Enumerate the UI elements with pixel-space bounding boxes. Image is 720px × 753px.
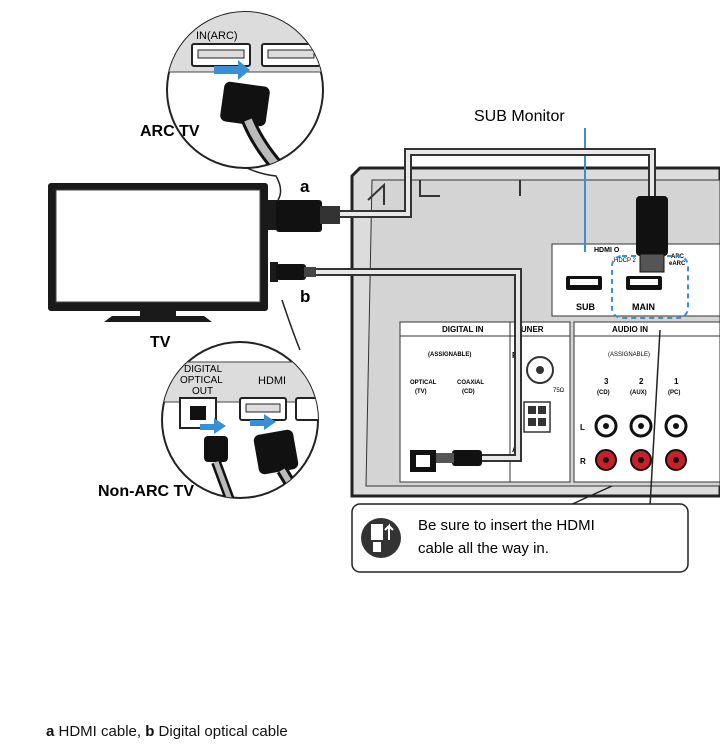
channel-2-number: 2 bbox=[639, 377, 644, 386]
rca-jacks[interactable] bbox=[594, 414, 688, 471]
arc-port-label: IN(ARC) bbox=[196, 30, 238, 42]
hdmi-main-port-label: MAIN bbox=[632, 302, 655, 312]
earc-badge: eARC bbox=[669, 261, 686, 267]
insert-fully-icon bbox=[361, 518, 401, 558]
non-arc-tv-callout: DIGITAL OPTICAL OUT HDMI bbox=[161, 299, 319, 499]
audio-in-label: AUDIO IN bbox=[612, 325, 648, 334]
digital-optical-label-1: DIGITAL bbox=[184, 364, 223, 375]
hdmi-sub-port[interactable] bbox=[566, 276, 602, 290]
coaxial-sub-label: (CD) bbox=[462, 389, 475, 395]
digital-in-label: DIGITAL IN bbox=[442, 325, 484, 334]
caption-b-text: Digital optical cable bbox=[154, 723, 288, 740]
ohm-label: 75Ω bbox=[553, 388, 565, 394]
optical-cable-b bbox=[314, 268, 522, 466]
channel-1-name: (PC) bbox=[668, 390, 680, 396]
arc-tv-title: ARC TV bbox=[140, 123, 200, 140]
non-arc-hdmi-label: HDMI bbox=[258, 375, 286, 387]
digital-optical-label-2: OPTICAL bbox=[180, 375, 223, 386]
hdmi-out-sub-label: HDCP 2 bbox=[614, 258, 637, 264]
channel-3-name: (CD) bbox=[597, 390, 610, 396]
optical-in-jack[interactable] bbox=[410, 450, 436, 472]
hdmi-out-label: HDMI O bbox=[594, 247, 620, 254]
figure-caption: a HDMI cable, b Digital optical cable bbox=[46, 723, 288, 740]
assignable-right-label: (ASSIGNABLE) bbox=[608, 352, 650, 358]
note-line-1: Be sure to insert the HDMI bbox=[418, 517, 595, 534]
right-channel-label: R bbox=[580, 457, 586, 466]
arc-tv-callout: IN(ARC) bbox=[166, 11, 324, 201]
connection-diagram: HDMI O HDCP 2 ARC eARC SUB MAIN DIGITAL … bbox=[48, 11, 720, 573]
assignable-left-label: (ASSIGNABLE) bbox=[428, 352, 471, 358]
channel-1-number: 1 bbox=[674, 377, 679, 386]
channel-2-name: (AUX) bbox=[630, 390, 647, 396]
hdmi-main-port[interactable] bbox=[626, 276, 662, 290]
caption-b-marker: b bbox=[145, 723, 155, 740]
tuner-label: TUNER bbox=[516, 325, 544, 334]
hdmi-sub-port-label: SUB bbox=[576, 302, 596, 312]
fm-antenna-jack[interactable] bbox=[526, 356, 554, 384]
hdmi-cable-a bbox=[338, 148, 668, 273]
am-antenna-terminal[interactable] bbox=[523, 401, 551, 433]
cable-b-marker: b bbox=[300, 287, 310, 306]
coaxial-label: COAXIAL bbox=[457, 380, 484, 386]
channel-3-number: 3 bbox=[604, 377, 609, 386]
non-arc-tv-title: Non-ARC TV bbox=[98, 483, 194, 500]
optical-sub-label: (TV) bbox=[415, 389, 427, 395]
note-line-2: cable all the way in. bbox=[418, 540, 549, 557]
caption-a-text: HDMI cable, bbox=[54, 723, 146, 740]
optical-label: OPTICAL bbox=[410, 380, 437, 386]
tv bbox=[48, 183, 340, 322]
left-channel-label: L bbox=[580, 423, 585, 432]
digital-optical-label-3: OUT bbox=[192, 386, 213, 397]
cable-a-marker: a bbox=[300, 177, 310, 196]
tv-label: TV bbox=[150, 334, 171, 351]
note-box: Be sure to insert the HDMI cable all the… bbox=[351, 329, 689, 573]
caption-a-marker: a bbox=[46, 723, 55, 740]
sub-monitor-label: SUB Monitor bbox=[474, 108, 565, 125]
